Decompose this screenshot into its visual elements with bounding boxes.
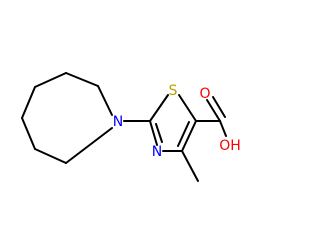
bond-c4-methyl	[181, 150, 199, 182]
bond-carboxyl-c-oh	[219, 120, 227, 137]
atom-label-thiazole-n: N	[152, 144, 162, 160]
bond-azepane-c3-c4	[21, 86, 36, 119]
bond-n3-c2-double	[155, 123, 163, 143]
bond-n3-c2	[149, 120, 158, 146]
atom-label-hydroxyl: OH	[219, 138, 241, 154]
bond-azepane-n-c1	[97, 85, 113, 116]
atom-label-azepane-n: N	[113, 114, 123, 130]
bond-azepane-c2-c3	[34, 72, 67, 88]
bond-carboxyl-c-o-double-b	[212, 96, 226, 118]
bond-azepane-c4-c5	[21, 117, 36, 150]
bond-c2-s1	[149, 94, 169, 122]
bond-c5-c4	[181, 120, 197, 152]
bond-azepane-c5-c6	[34, 148, 67, 164]
chemical-structure: N S N O OH	[21, 72, 241, 182]
bond-carboxyl-c-o-double-a	[206, 99, 221, 122]
bond-s1-c5	[178, 94, 197, 122]
thiazole-ring	[149, 94, 197, 152]
atom-label-carbonyl-o: O	[199, 86, 210, 102]
bond-azepane-c6-n	[65, 127, 113, 164]
bond-c5-c4-double	[177, 121, 190, 147]
atom-label-thiazole-s: S	[169, 83, 178, 99]
azepane-ring	[21, 72, 113, 164]
bond-azepane-c1-c2	[65, 72, 99, 87]
carboxylic-acid-group	[195, 96, 227, 137]
